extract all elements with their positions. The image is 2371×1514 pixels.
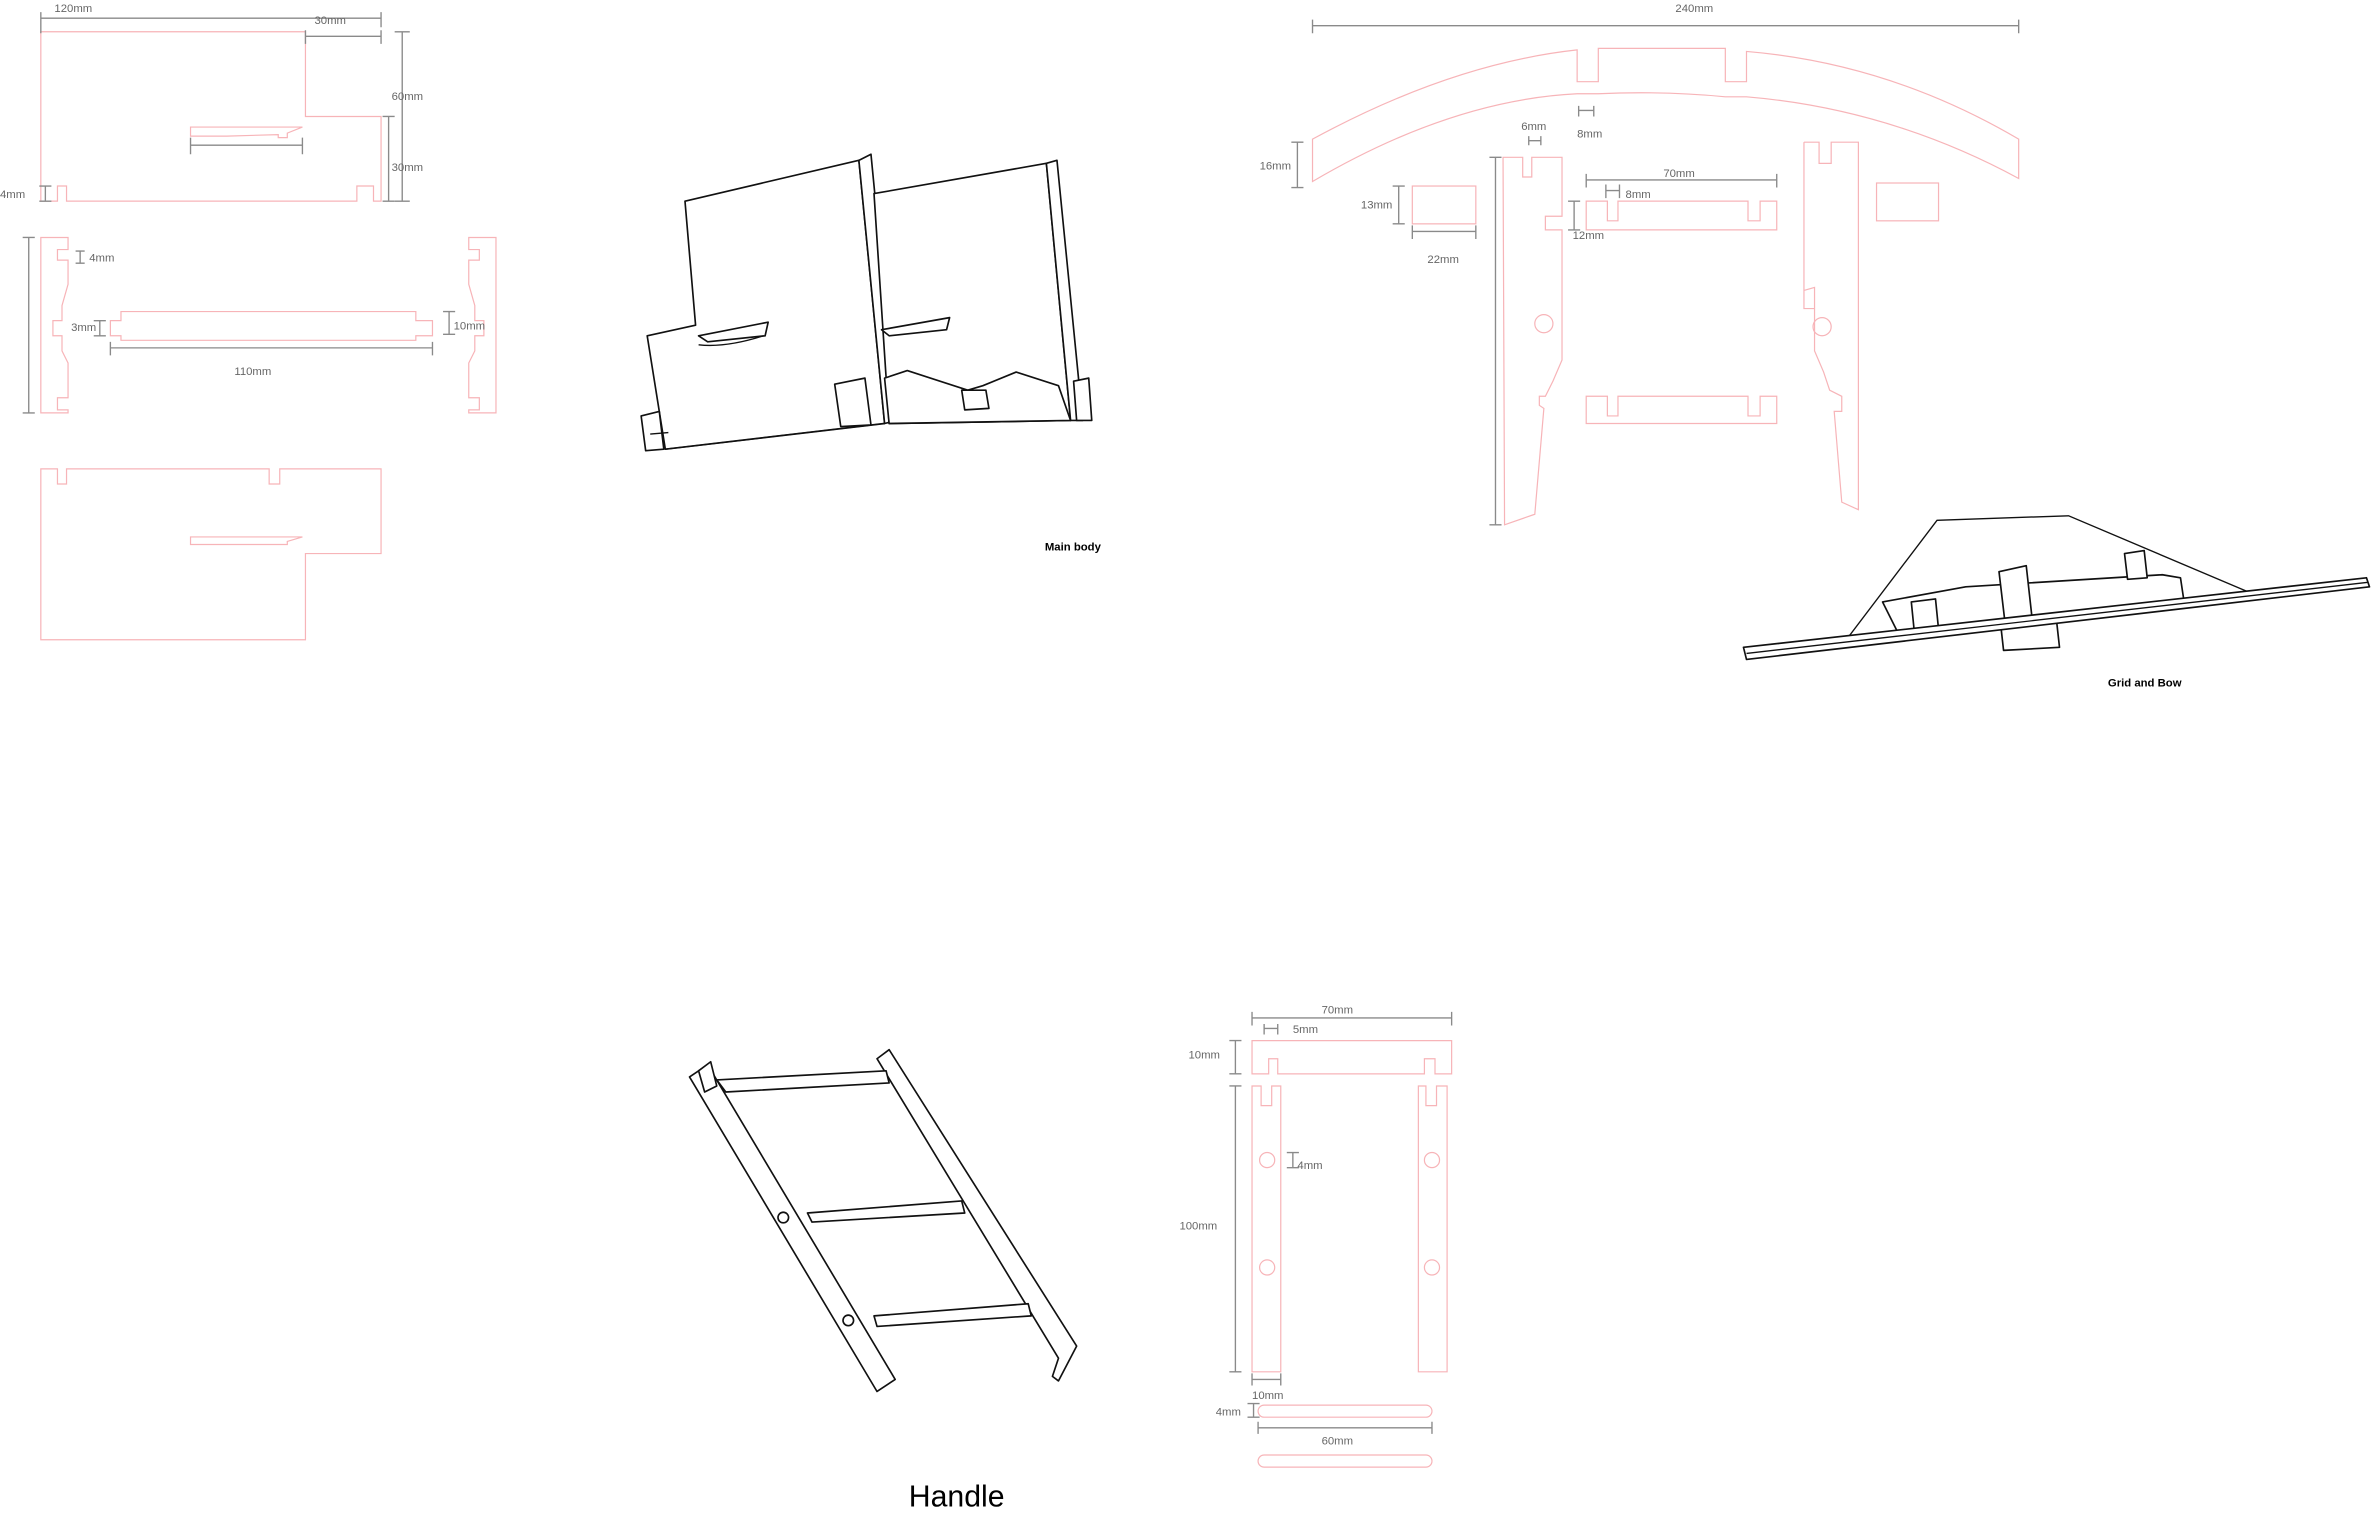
dim-60mm: 60mm: [392, 91, 423, 103]
dim-120mm: 120mm: [54, 3, 92, 15]
dim-100mm: 100mm: [1179, 1221, 1217, 1233]
dim-30mm-width: 30mm: [315, 15, 346, 27]
dim-8mm-top: 8mm: [1577, 129, 1602, 141]
dim-70mm-bar: 70mm: [1663, 168, 1694, 180]
dim-10mm-top: 10mm: [1189, 1050, 1220, 1062]
dim-110mm: 110mm: [234, 366, 271, 378]
dim-30mm-height: 30mm: [392, 162, 423, 174]
dim-6mm: 6mm: [1521, 121, 1546, 133]
handle-flat-parts: 70mm 5mm 10mm 4mm 100mm 10mm 4mm 60mm: [1179, 1004, 1453, 1468]
caption-grid-and-bow: Grid and Bow: [2108, 678, 2182, 690]
handle-3d-model: Handle: [688, 1048, 1078, 1513]
dim-70mm-handle: 70mm: [1322, 1004, 1353, 1016]
dim-10mm-bar: 10mm: [454, 321, 485, 333]
caption-main-body: Main body: [1045, 542, 1102, 554]
dim-22mm: 22mm: [1427, 254, 1458, 266]
dim-8mm-bar: 8mm: [1626, 189, 1651, 201]
main-body-side-pieces: 4mm 3mm 110mm 10mm: [22, 236, 497, 414]
grid-bow-3d-model: Grid and Bow: [1742, 515, 2371, 690]
main-body-side-panel-bottom: [40, 468, 382, 641]
dim-12mm: 12mm: [1573, 230, 1604, 242]
dim-10mm-leg: 10mm: [1252, 1390, 1283, 1402]
dim-240mm: 240mm: [1675, 3, 1713, 15]
dim-4mm-rod: 4mm: [1216, 1407, 1241, 1419]
dim-4mm-hole: 4mm: [1297, 1160, 1322, 1172]
dim-4mm-side: 4mm: [89, 253, 114, 265]
dim-4mm-notch: 4mm: [0, 189, 25, 201]
dim-60mm: 60mm: [1322, 1435, 1353, 1447]
main-body-side-panel-top: 120mm 30mm 60mm 30mm 4mm: [0, 3, 423, 202]
dim-16mm: 16mm: [1260, 160, 1291, 172]
grid-bow-flat-parts: 240mm 16mm 6mm 8mm 13mm 22mm 70mm 8mm 12…: [1260, 3, 2020, 526]
dim-13mm: 13mm: [1361, 200, 1392, 212]
main-body-3d-model: Main body: [640, 153, 1102, 554]
caption-handle: Handle: [909, 1480, 1005, 1513]
dim-5mm: 5mm: [1293, 1024, 1318, 1036]
dim-3mm: 3mm: [71, 322, 96, 334]
